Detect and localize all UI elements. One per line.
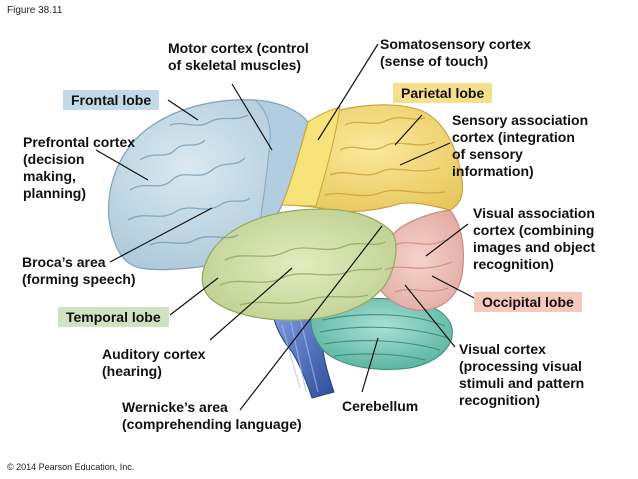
prefrontal-leader [95,149,149,181]
copyright-notice: © 2014 Pearson Education, Inc. [7,462,135,472]
frontal-leader [167,99,199,121]
motor-cortex-callout: Motor cortex (control of skeletal muscle… [168,40,309,73]
parietal-leader [394,114,423,146]
temporal-leader [169,277,219,316]
cerebellum-leader [361,337,379,393]
prefrontal-cortex-callout: Prefrontal cortex (decision making, plan… [23,134,136,201]
brocas-area-leader [109,207,213,263]
sensory-association-leader [399,142,451,166]
auditory-cortex-callout: Auditory cortex (hearing) [102,346,206,379]
motor-cortex-leader [231,83,273,151]
auditory-cortex-leader [209,267,293,341]
temporal-lobe-label: Temporal lobe [58,307,169,327]
cerebellum-callout: Cerebellum [342,398,419,414]
figure-label: Figure 38.11 [7,5,63,16]
visual-association-callout: Visual association cortex (combining ima… [473,205,596,272]
brocas-area-callout: Broca’s area (forming speech) [22,254,136,287]
parietal-lobe-label: Parietal lobe [393,83,493,103]
wernickes-area-leader [239,225,383,411]
somatosensory-leader [317,43,379,141]
visual-cortex-callout: Visual cortex (processing visual stimuli… [459,341,585,408]
occipital-lobe-region [373,209,465,311]
somatosensory-cortex-callout: Somatosensory cortex (sense of touch) [380,36,531,69]
occipital-leader [431,275,481,302]
visual-association-leader [425,223,469,257]
occipital-lobe-label: Occipital lobe [474,292,582,312]
visual-cortex-leader [404,284,456,348]
frontal-lobe-label: Frontal lobe [63,90,160,110]
sensory-association-callout: Sensory association cortex (integration … [452,112,589,179]
temporal-lobe-region [201,208,397,321]
wernickes-area-callout: Wernicke’s area (comprehending language) [122,399,302,432]
